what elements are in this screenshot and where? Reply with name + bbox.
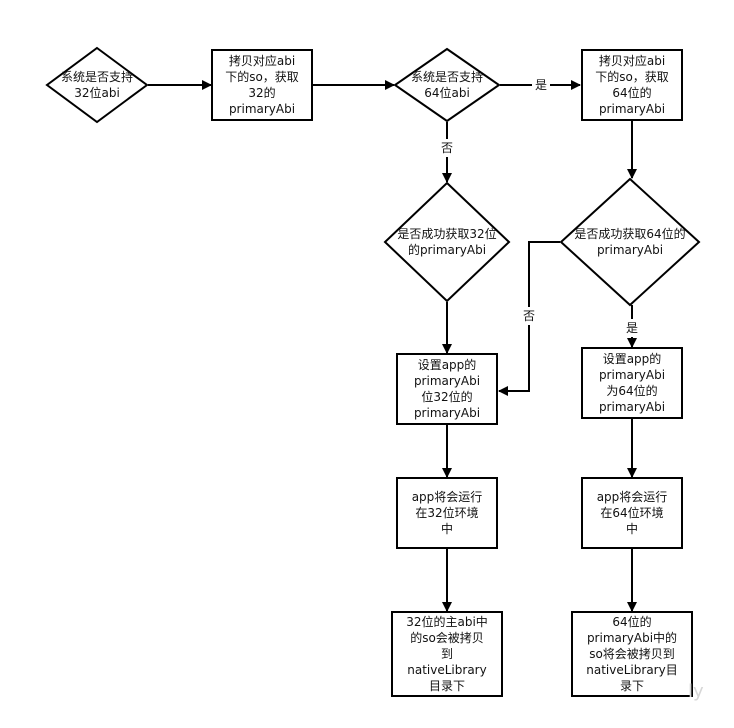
node-text-line: primaryAbi bbox=[599, 400, 665, 414]
decision-diamond bbox=[45, 46, 149, 124]
edge-label-background bbox=[438, 139, 456, 157]
edge-label: 否 bbox=[523, 309, 535, 323]
process-box bbox=[211, 49, 313, 121]
node-text-line: 设置app的 bbox=[418, 357, 477, 372]
node-text-line: primaryAbi bbox=[599, 368, 665, 382]
node-text-line: 32位abi bbox=[74, 85, 120, 100]
node-text-line: 位32位的 bbox=[421, 389, 472, 404]
node-text-line: 下的so，获取 bbox=[225, 69, 299, 84]
node-text-line: so将会被拷贝到 bbox=[589, 646, 675, 661]
edge-label-background bbox=[520, 307, 538, 325]
node-text-line: 系统是否支持 bbox=[411, 69, 483, 84]
node-text-line: 中 bbox=[441, 521, 453, 536]
node-text-line: primaryAbi bbox=[229, 102, 295, 116]
node-text-line: 中 bbox=[626, 521, 638, 536]
node-text-line: 32位的主abi中 bbox=[406, 614, 488, 629]
watermark: ly bbox=[688, 681, 704, 702]
process-box bbox=[396, 353, 498, 425]
node-text-line: 64位的 bbox=[612, 614, 651, 629]
process-box bbox=[581, 477, 683, 549]
node-text-line: nativeLibrary bbox=[407, 663, 486, 677]
decision-node-n6: 是否成功获取64位的 primaryAbi bbox=[559, 177, 701, 307]
node-text-line: app将会运行 bbox=[597, 490, 668, 504]
node-text-line: 是否成功获取64位的 bbox=[574, 226, 685, 241]
node-text-line: nativeLibrary目 bbox=[586, 663, 677, 677]
node-text-line: 目录下 bbox=[429, 679, 465, 693]
node-text-line: 设置app的 bbox=[603, 351, 662, 366]
node-text-line: primaryAbi中的 bbox=[587, 630, 677, 645]
process-box bbox=[581, 347, 683, 419]
node-text-line: primaryAbi bbox=[414, 374, 480, 388]
node-text-line: 64位的 bbox=[612, 85, 651, 100]
node-text-line: 录下 bbox=[620, 679, 644, 693]
node-text-line: app将会运行 bbox=[412, 490, 483, 504]
node-text-line: 为64位的 bbox=[606, 383, 657, 398]
node-text-line: 拷贝对应abi bbox=[599, 53, 665, 68]
decision-diamond bbox=[393, 47, 501, 123]
node-text-line: 32的 bbox=[248, 85, 275, 100]
node-text-line: 的primaryAbi bbox=[408, 242, 486, 257]
process-box bbox=[581, 49, 683, 121]
node-text-line: 是否成功获取32位 bbox=[397, 226, 496, 241]
nodes-layer: 系统是否支持32位abi拷贝对应abi下的so，获取32的primaryAbi系… bbox=[45, 46, 701, 697]
edge-label-background bbox=[532, 76, 550, 94]
edge-label: 否 bbox=[441, 141, 453, 155]
node-text-line: 下的so，获取 bbox=[595, 69, 669, 84]
node-text-line: 系统是否支持 bbox=[61, 69, 133, 84]
process-box bbox=[571, 611, 693, 697]
node-text-line: primaryAbi bbox=[414, 406, 480, 420]
decision-diamond bbox=[383, 181, 511, 303]
node-text-line: 64位abi bbox=[424, 85, 470, 100]
node-text-line: 拷贝对应abi bbox=[229, 53, 295, 68]
process-box bbox=[396, 477, 498, 549]
node-text-line: primaryAbi bbox=[597, 243, 663, 257]
node-text-line: 到 bbox=[441, 647, 453, 661]
process-box bbox=[391, 611, 503, 697]
node-text-line: 在32位环境 bbox=[415, 505, 478, 520]
node-text-line: primaryAbi bbox=[599, 102, 665, 116]
edge-label: 是 bbox=[535, 78, 547, 92]
decision-diamond bbox=[559, 177, 701, 307]
edge-label-background bbox=[623, 319, 641, 337]
edge-label: 是 bbox=[626, 321, 638, 335]
node-text-line: 的so会被拷贝 bbox=[410, 630, 484, 645]
node-text-line: 在64位环境 bbox=[600, 505, 663, 520]
